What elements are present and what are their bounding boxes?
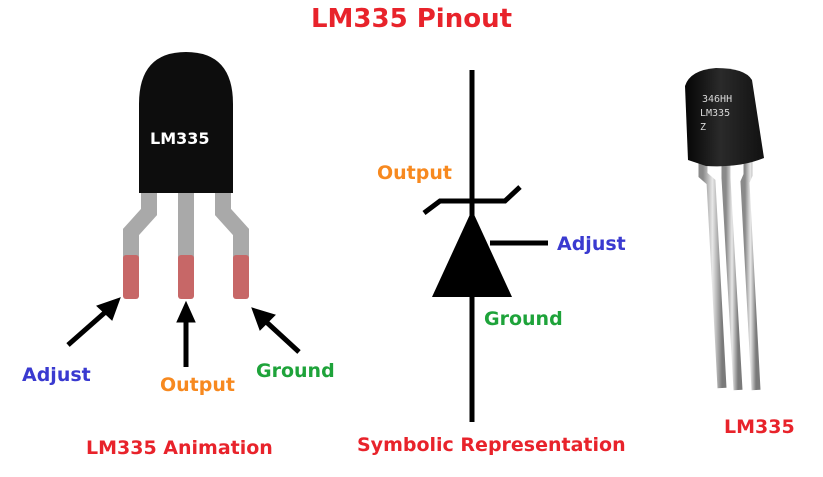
page-title: LM335 Pinout	[310, 4, 513, 34]
photo-lead-right	[740, 160, 761, 391]
animation-label-output: Output	[160, 374, 235, 396]
symbol-cathode-bar	[422, 185, 522, 215]
photo-marking-line-2: LM335	[700, 108, 731, 119]
photo-caption: LM335	[724, 416, 795, 438]
chip-lead-tip-adjust	[123, 255, 139, 299]
symbol-triangle	[432, 210, 512, 297]
animation-caption: LM335 Animation	[86, 437, 273, 459]
animation-label-ground: Ground	[256, 360, 335, 382]
symbol-label-ground: Ground	[484, 308, 563, 330]
symbol-label-adjust: Adjust	[557, 233, 626, 255]
arrow-adjust	[66, 297, 121, 347]
photo-lead-left	[698, 160, 727, 389]
arrow-ground	[251, 307, 301, 354]
photo-marking-line-1: 346HH	[702, 94, 733, 105]
chip-lead-ground	[215, 192, 249, 258]
symbol-label-output: Output	[377, 162, 452, 184]
chip-lead-adjust	[123, 192, 157, 258]
symbol-caption: Symbolic Representation	[357, 434, 626, 456]
chip-label: LM335	[150, 129, 210, 148]
chip-lead-tip-output	[178, 255, 194, 299]
photo-body	[685, 68, 764, 167]
chip-lead-tip-ground	[233, 255, 249, 299]
photo-lead-middle	[721, 160, 743, 391]
chip-body	[139, 52, 233, 193]
animation-label-adjust: Adjust	[22, 364, 91, 386]
arrow-output	[176, 300, 196, 367]
photo-marking-line-3: Z	[700, 122, 707, 133]
